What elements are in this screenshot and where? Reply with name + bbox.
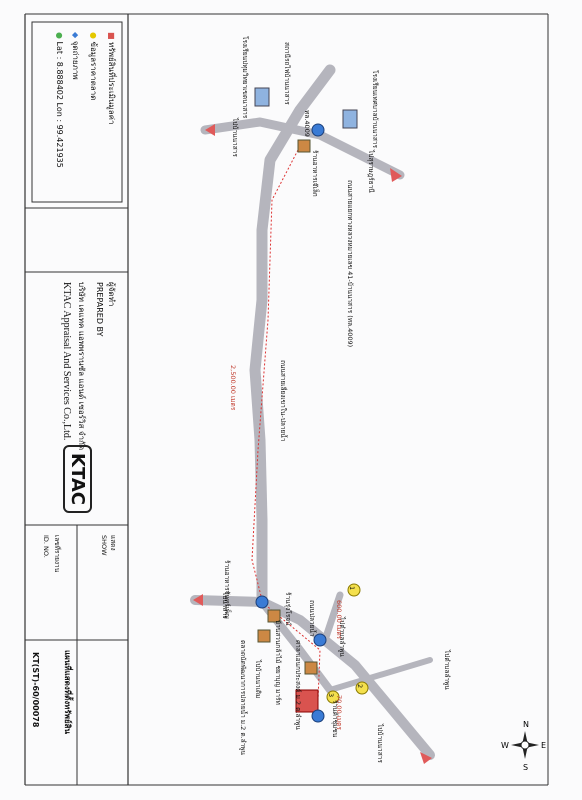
distance-70: 70.00 เมตร (335, 695, 343, 730)
market-point-label-1: 1 (348, 586, 356, 591)
place-shop-rungroj: ร้านรุ่งโรจน์ (284, 592, 292, 626)
direction-label-4: ไปบ้านนาสาร (376, 724, 384, 763)
show-label-en: SHOW (100, 535, 108, 556)
compass-rose: N S E W (501, 720, 546, 772)
place-school-pathum: โรงเรียนปทุมวิทยาเขตนาสาร (241, 36, 249, 119)
arrow-west-top (205, 124, 215, 136)
place-market: ตลาดนัดพัฒนาการปลายน้ำ ม.2 ต.ลำพูน (239, 640, 247, 755)
place-restaurant-jeklek: ร้านอาหารเจ๊เล็ก (311, 150, 319, 197)
arrow-southeast (420, 752, 432, 764)
route-dotted (251, 149, 299, 601)
direction-label-8: ทล.4009 (303, 110, 311, 137)
legend-item-1: ■ ทรัพย์สินที่ประเมินมูลค่า (107, 32, 116, 125)
photo-point-2 (255, 595, 269, 609)
direction-label-1: ไปบ้านนาสาร (231, 118, 239, 157)
building-icons (254, 87, 358, 675)
market-point-label-3: 3 (327, 693, 335, 698)
place-railway-station: สถานีรถไฟบ้านนาสาร (283, 42, 291, 105)
compass-w: W (501, 741, 509, 750)
compass-s: S (523, 763, 528, 772)
arrow-east-top (390, 168, 402, 182)
prepared-label-en: PREPARED BY (95, 282, 104, 337)
prepared-label-th: ผู้จัดทำ (107, 282, 116, 307)
legend-item-3: ◆ จุดถ่ายภาพ (71, 32, 80, 80)
company-th: บริษัท เคแทค แอพพรานซัล แอนด์ เซอร์วิส จ… (77, 282, 86, 451)
compass-n: N (523, 720, 529, 729)
arrow-west-bottom (193, 594, 203, 606)
show-value: แผนที่แสดงที่ตั้งทรัพย์สิน (63, 650, 72, 734)
legend-item-2: ● ข้อมูลราคาตลาด (89, 32, 98, 101)
ktac-logo: KTAC (63, 445, 92, 513)
distance-2500: 2,500.00 เมตร (229, 365, 237, 411)
market-points (326, 583, 369, 704)
road-label-plainam: ถนนปลายน้ำ (308, 600, 316, 637)
direction-label-3: ไปนาสาร (221, 592, 229, 619)
market-point-label-2: 2 (356, 684, 364, 689)
direction-label-7: ไปบ้านนาเดิม (254, 660, 262, 699)
photo-point-4 (311, 709, 325, 723)
subject-property-marker (295, 689, 319, 713)
place-garden-mart: บ้านสวนกล้าไม้ ชยาบุญ มาร์ท (274, 620, 282, 705)
photo-point-3 (313, 633, 327, 647)
id-label-en: ID. NO. (42, 535, 50, 558)
road-label-4009: ถนนสายแยกทางหลวงหมายเลข 41-บ้านนาสาร (ทล… (346, 180, 354, 348)
compass-e: E (541, 741, 546, 750)
photo-markers (255, 123, 327, 723)
photo-point-1 (311, 123, 325, 137)
direction-label-6: ไปตำบลลำพูน (443, 650, 451, 690)
place-sala: ศาลาเอนกประสงค์ ม.2 ต.ลำพูน (294, 640, 302, 730)
show-label-th: แสดง (109, 535, 117, 551)
legend-box (31, 21, 123, 203)
id-label-th: เลขที่รายงาน (53, 535, 61, 573)
small-spur (321, 591, 344, 644)
roads (190, 64, 435, 760)
route-dotted-2 (261, 601, 321, 701)
south-road (190, 595, 435, 760)
east-spur (327, 657, 433, 693)
direction-label-2: ไปสุราษฎร์ธานี (367, 150, 375, 193)
legend-item-4: ● Lat : 8.888402 Lon : 99.421935 (55, 32, 64, 168)
direction-arrows (193, 124, 432, 764)
company-en: KTAC Appraisal And Services Co.,Ltd. (61, 282, 72, 441)
top-crossroad (200, 117, 405, 180)
road-label-bypass: ถนนสายเลี่ยงเขาใน-ปลายน้ำ (279, 360, 287, 442)
place-school-municipal: โรงเรียนเทศบาลบ้านนาสาร (371, 70, 379, 148)
id-value: KT(ST)-60/00078 (31, 652, 40, 728)
distance-600: 600.00 เมตร (335, 600, 343, 640)
